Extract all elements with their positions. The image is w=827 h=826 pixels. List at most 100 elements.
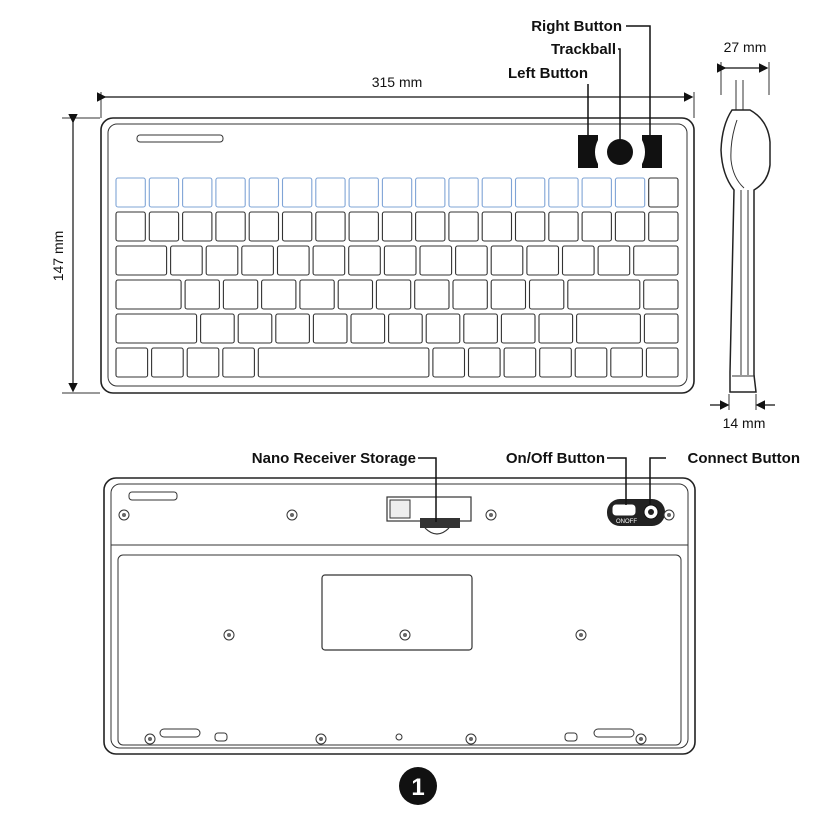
key[interactable] xyxy=(115,177,146,208)
key[interactable] xyxy=(151,347,184,378)
rubber-foot xyxy=(159,728,201,738)
key[interactable] xyxy=(248,211,280,242)
key[interactable] xyxy=(567,279,641,310)
key[interactable] xyxy=(381,211,413,242)
key[interactable] xyxy=(115,313,198,344)
key[interactable] xyxy=(115,245,168,276)
key[interactable] xyxy=(633,245,679,276)
key[interactable] xyxy=(514,177,546,208)
key[interactable] xyxy=(281,177,313,208)
screw-head xyxy=(227,633,231,637)
key[interactable] xyxy=(415,211,446,242)
key[interactable] xyxy=(148,177,180,208)
nano-receiver-compartment[interactable] xyxy=(386,496,472,535)
key[interactable] xyxy=(648,177,679,208)
key[interactable] xyxy=(514,211,546,242)
key[interactable] xyxy=(548,177,579,208)
key[interactable] xyxy=(248,177,280,208)
key[interactable] xyxy=(215,177,246,208)
key[interactable] xyxy=(388,313,423,344)
key[interactable] xyxy=(452,279,488,310)
switch-on-label: ON xyxy=(616,519,625,525)
key[interactable] xyxy=(648,211,679,242)
key[interactable] xyxy=(312,245,346,276)
key[interactable] xyxy=(610,347,643,378)
key[interactable] xyxy=(643,279,679,310)
key[interactable] xyxy=(425,313,461,344)
key[interactable] xyxy=(205,245,239,276)
key[interactable] xyxy=(182,211,213,242)
key[interactable] xyxy=(597,245,631,276)
key[interactable] xyxy=(257,347,430,378)
on-off-switch[interactable] xyxy=(612,504,636,516)
key[interactable] xyxy=(576,313,641,344)
key[interactable] xyxy=(538,313,574,344)
key[interactable] xyxy=(526,245,560,276)
key[interactable] xyxy=(548,211,579,242)
trackball[interactable] xyxy=(607,139,633,165)
key[interactable] xyxy=(614,211,646,242)
key[interactable] xyxy=(490,279,527,310)
key[interactable] xyxy=(643,313,679,344)
key[interactable] xyxy=(299,279,335,310)
key[interactable] xyxy=(481,177,513,208)
key[interactable] xyxy=(614,177,646,208)
rubber-foot xyxy=(593,728,635,738)
key[interactable] xyxy=(348,245,381,276)
key[interactable] xyxy=(383,245,417,276)
key[interactable] xyxy=(312,313,348,344)
key[interactable] xyxy=(561,245,595,276)
left-mouse-button[interactable] xyxy=(578,135,598,168)
key[interactable] xyxy=(503,347,537,378)
key[interactable] xyxy=(539,347,572,378)
key[interactable] xyxy=(186,347,220,378)
key[interactable] xyxy=(184,279,220,310)
key[interactable] xyxy=(222,279,259,310)
key[interactable] xyxy=(337,279,374,310)
key[interactable] xyxy=(463,313,498,344)
key[interactable] xyxy=(350,313,386,344)
key[interactable] xyxy=(241,245,274,276)
key[interactable] xyxy=(115,279,182,310)
key[interactable] xyxy=(414,279,450,310)
key[interactable] xyxy=(200,313,235,344)
key[interactable] xyxy=(261,279,297,310)
key[interactable] xyxy=(275,313,310,344)
key[interactable] xyxy=(276,245,310,276)
key[interactable] xyxy=(448,177,479,208)
key[interactable] xyxy=(148,211,180,242)
key[interactable] xyxy=(467,347,501,378)
key[interactable] xyxy=(315,177,346,208)
key[interactable] xyxy=(490,245,524,276)
key[interactable] xyxy=(115,211,146,242)
key[interactable] xyxy=(170,245,203,276)
key[interactable] xyxy=(182,177,213,208)
key[interactable] xyxy=(281,211,313,242)
key[interactable] xyxy=(481,211,513,242)
key[interactable] xyxy=(500,313,536,344)
key[interactable] xyxy=(455,245,488,276)
screw-head xyxy=(290,513,294,517)
key[interactable] xyxy=(645,347,679,378)
key[interactable] xyxy=(348,177,379,208)
key[interactable] xyxy=(222,347,255,378)
key[interactable] xyxy=(215,211,246,242)
key[interactable] xyxy=(115,347,149,378)
right-mouse-button[interactable] xyxy=(642,135,662,168)
key[interactable] xyxy=(381,177,413,208)
key[interactable] xyxy=(528,279,565,310)
key[interactable] xyxy=(574,347,608,378)
key[interactable] xyxy=(375,279,412,310)
key[interactable] xyxy=(415,177,446,208)
key[interactable] xyxy=(419,245,453,276)
key[interactable] xyxy=(581,177,612,208)
key[interactable] xyxy=(581,211,612,242)
key[interactable] xyxy=(237,313,273,344)
brand-slot xyxy=(136,134,224,143)
key[interactable] xyxy=(348,211,379,242)
key[interactable] xyxy=(448,211,479,242)
screw-head xyxy=(122,513,126,517)
key[interactable] xyxy=(315,211,346,242)
key[interactable] xyxy=(432,347,466,378)
